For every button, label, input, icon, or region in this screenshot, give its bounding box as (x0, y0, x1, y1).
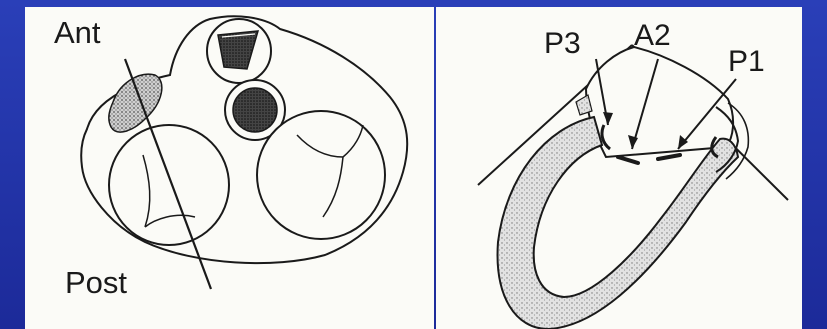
mitral-leaflet-p1 (658, 155, 680, 159)
tricuspid-valve-circle (257, 111, 385, 239)
atrial-appendage-shape (109, 74, 162, 132)
p1-label: P1 (728, 47, 765, 77)
right-diagram-panel: P3 A2 P1 (436, 7, 802, 329)
left-diagram-panel: Ant Post (25, 7, 434, 329)
a2-label: A2 (634, 21, 671, 51)
posterior-label: Post (65, 267, 127, 298)
mitral-leaflet-a2 (618, 157, 638, 163)
p3-label: P3 (544, 29, 581, 59)
anterior-label: Ant (54, 17, 101, 48)
mitral-valve-circle (109, 125, 229, 245)
left-atrium-shape (586, 47, 733, 157)
